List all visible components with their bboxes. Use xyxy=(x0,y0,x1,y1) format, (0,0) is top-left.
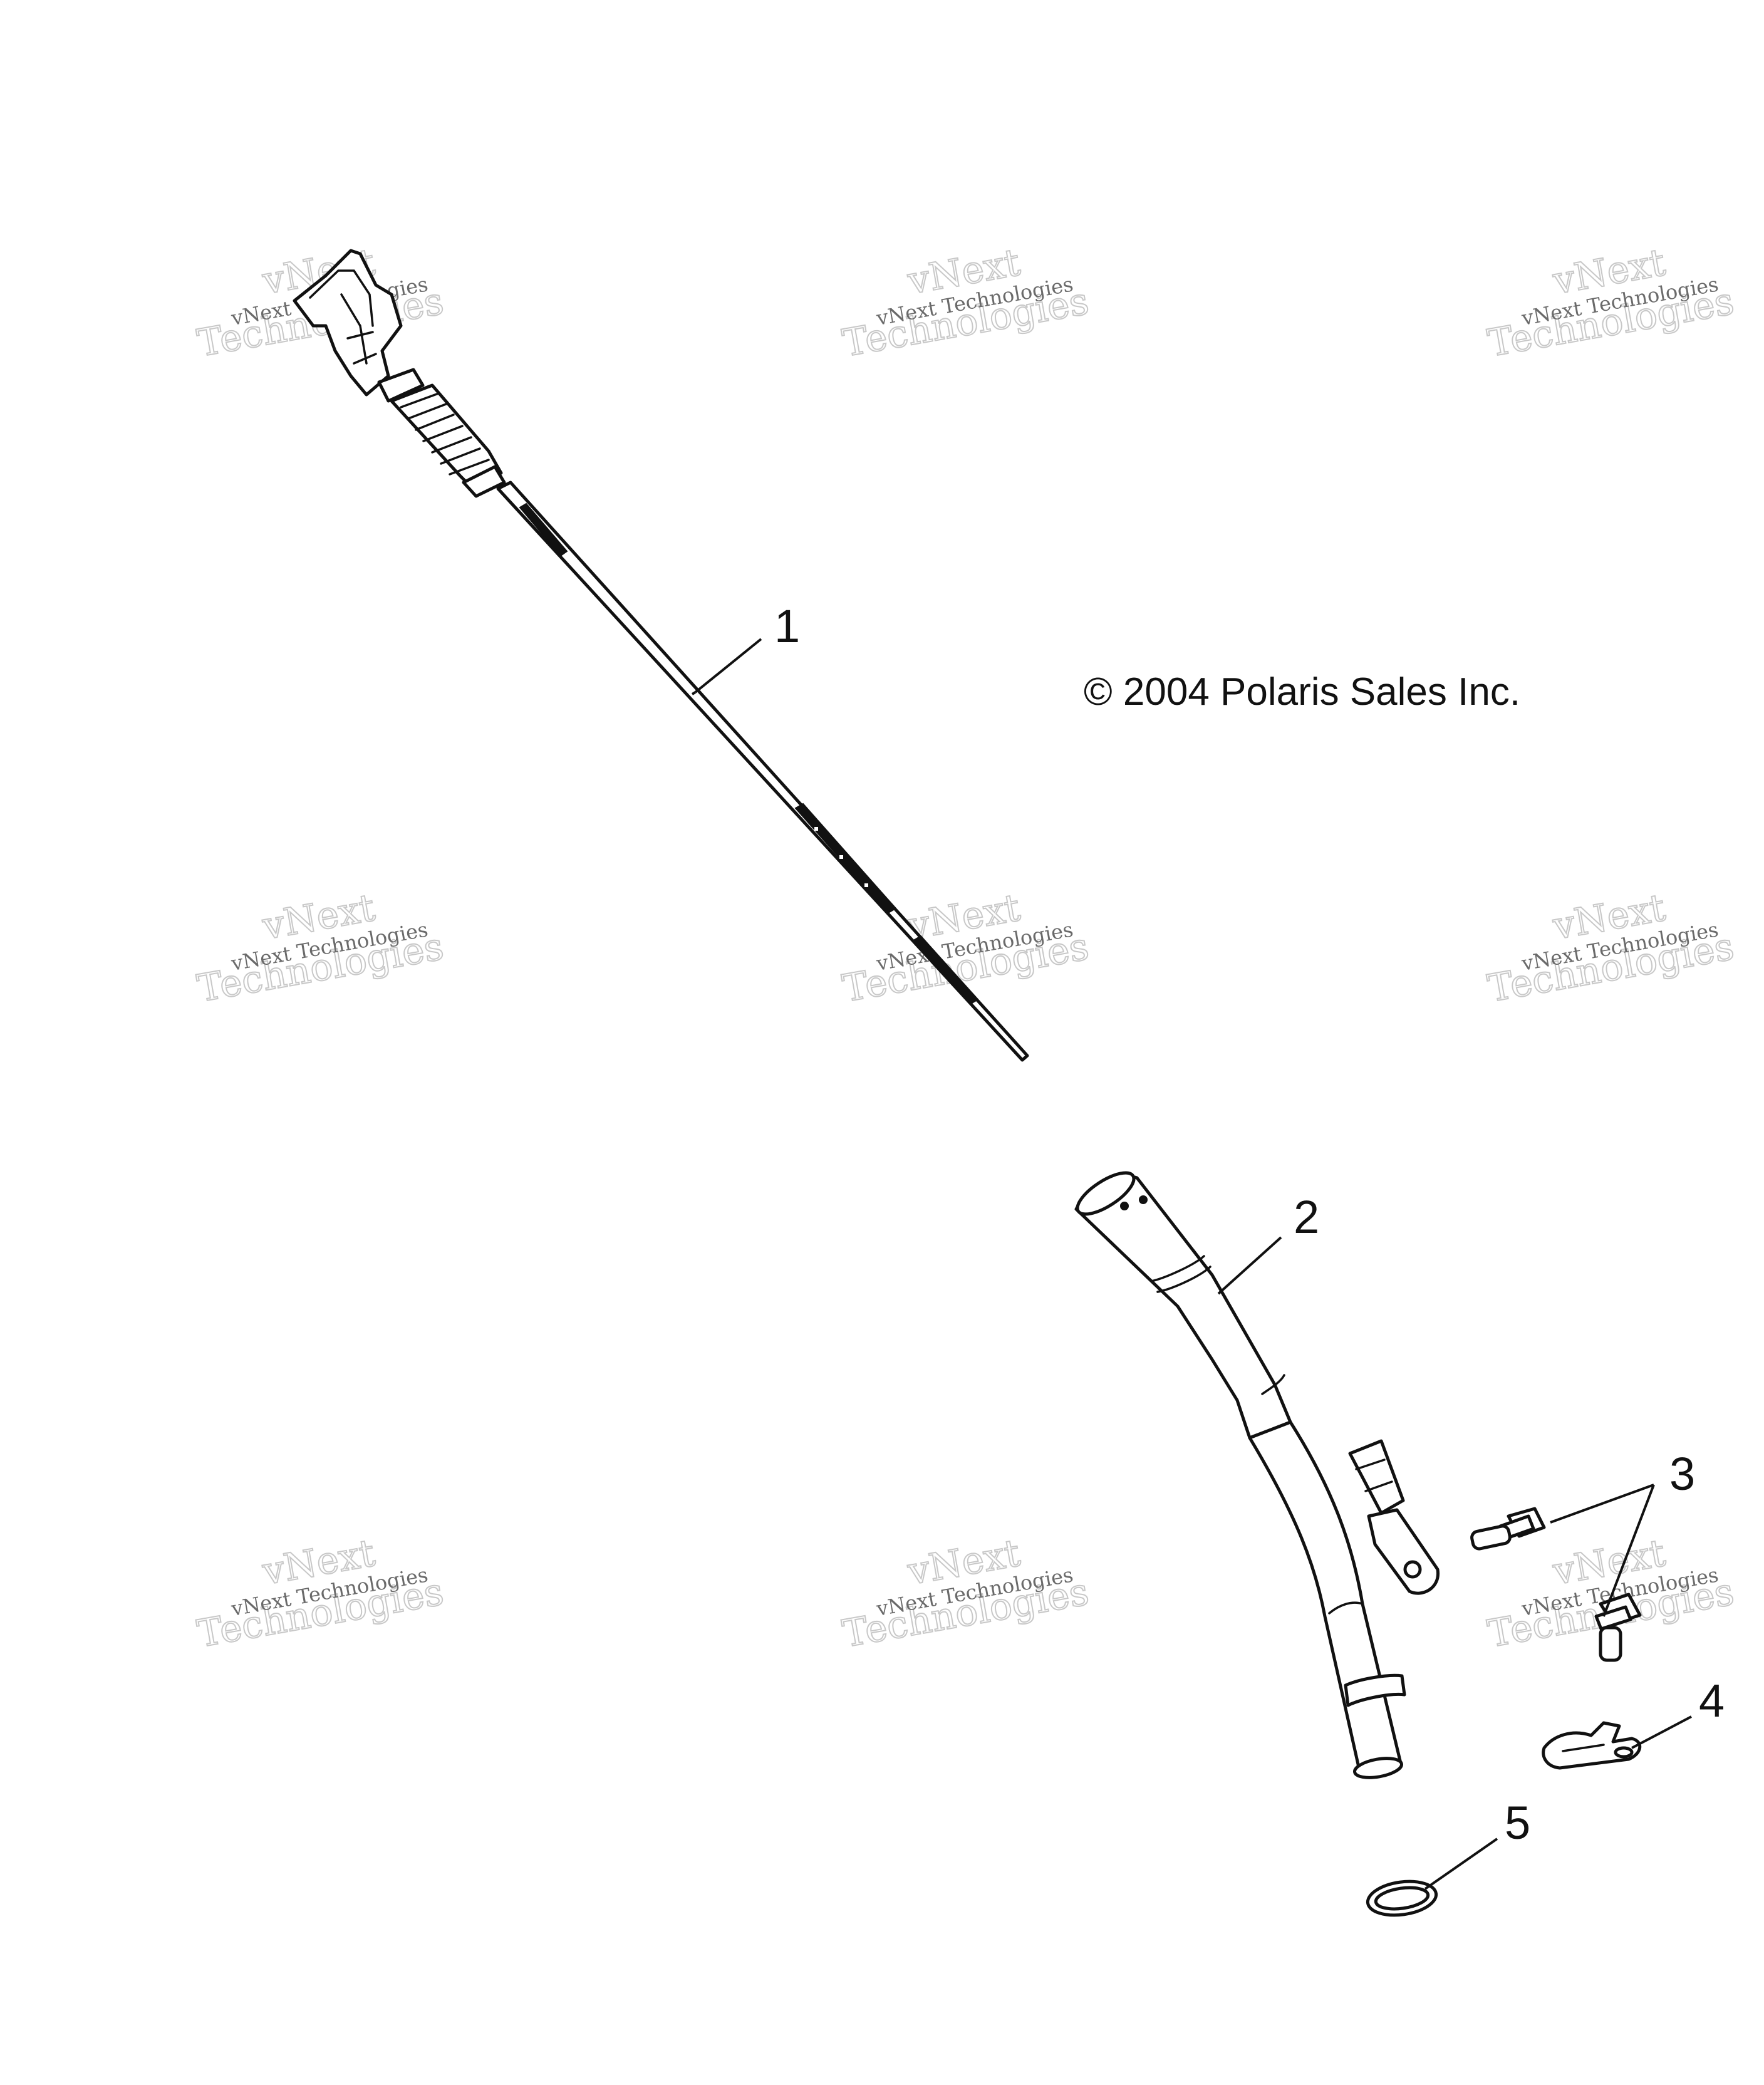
leader-2 xyxy=(1217,1236,1282,1295)
leader-4 xyxy=(1631,1715,1692,1749)
bolt-part[interactable] xyxy=(1470,1507,1642,1662)
leader-1 xyxy=(694,638,762,694)
callout-5: 5 xyxy=(1505,1797,1530,1849)
clip-part[interactable] xyxy=(1542,1721,1641,1770)
leader-5 xyxy=(1424,1838,1498,1890)
callout-4: 4 xyxy=(1699,1675,1725,1727)
leader-3a xyxy=(1550,1484,1654,1524)
copyright-text: © 2004 Polaris Sales Inc. xyxy=(1084,670,1520,714)
o-ring-part[interactable] xyxy=(1366,1878,1438,1920)
callout-2: 2 xyxy=(1294,1191,1319,1243)
leader-3b xyxy=(1602,1484,1655,1617)
leader-1-seg xyxy=(691,691,697,695)
leader-lines xyxy=(691,638,1692,1890)
dipstick-part[interactable] xyxy=(293,249,1029,1062)
callout-1: 1 xyxy=(774,600,800,652)
dipstick-tube-part[interactable] xyxy=(1071,1165,1440,1781)
callout-3: 3 xyxy=(1669,1448,1695,1500)
